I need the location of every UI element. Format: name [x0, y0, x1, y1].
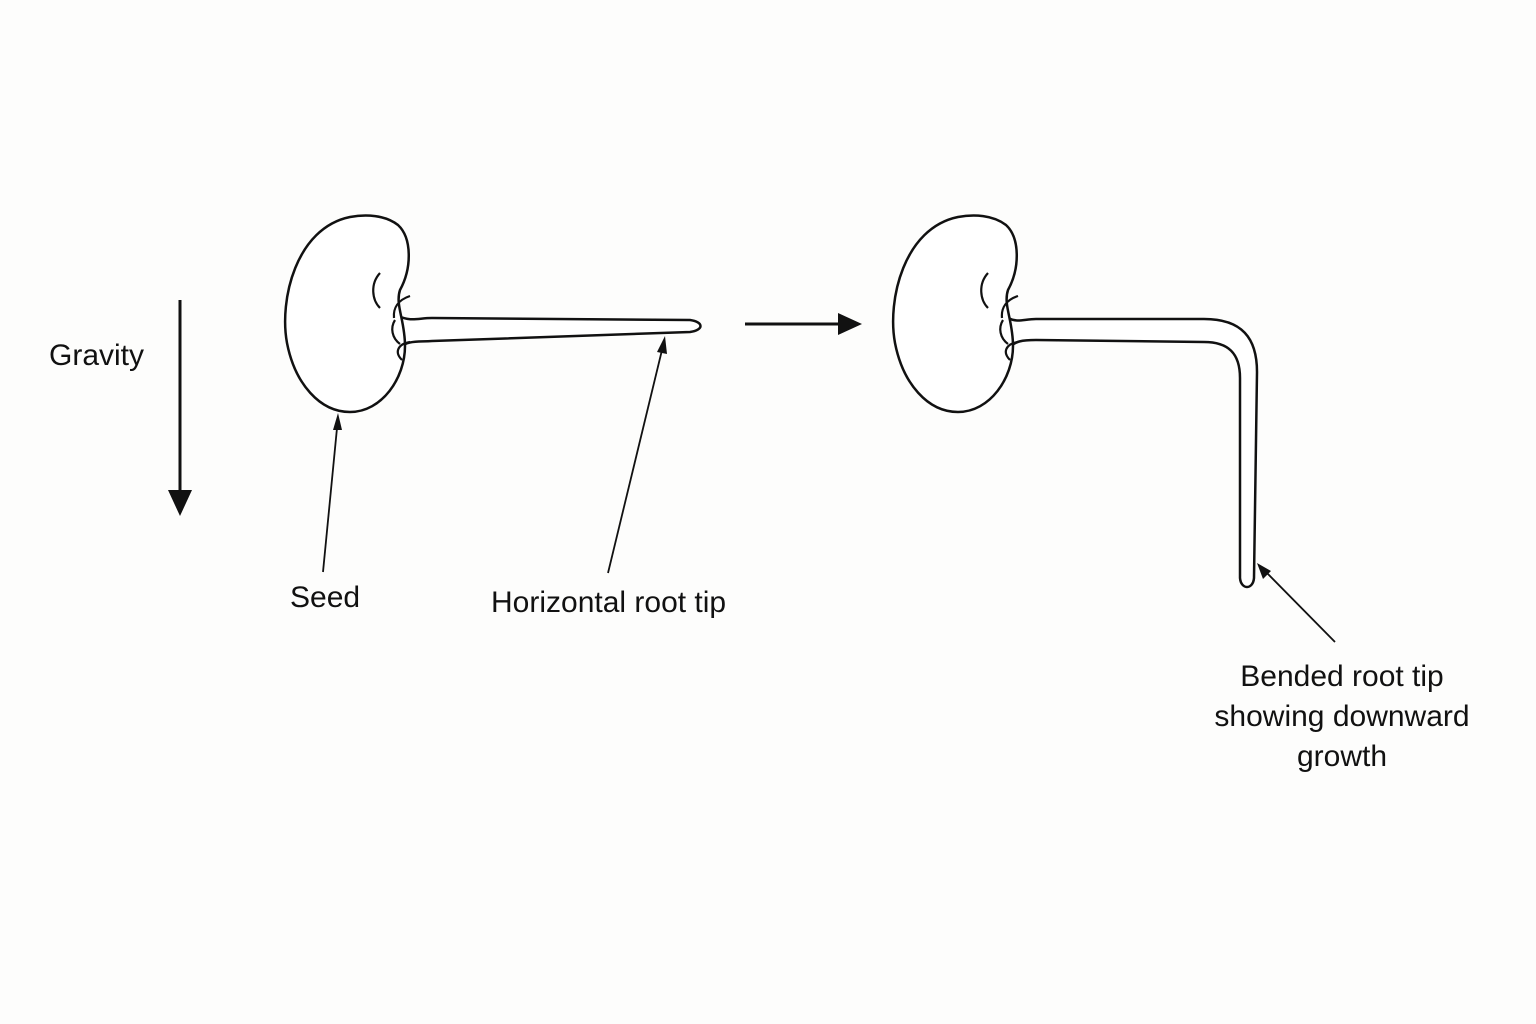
seed-left	[283, 214, 410, 414]
horizontal-root-tip-label: Horizontal root tip	[491, 586, 727, 619]
seed-pointer	[322, 413, 342, 573]
seed-label: Seed	[290, 581, 361, 614]
bended-root-tip-label: Bended root tip showing downward growth	[1192, 657, 1492, 777]
bent-root	[1006, 316, 1259, 589]
bended-root-tip-label-line-3: growth	[1296, 740, 1388, 773]
horizontal-root	[396, 314, 702, 350]
seed-right	[891, 214, 1018, 414]
horizontal-root-tip-pointer	[607, 336, 667, 574]
bended-root-tip-label-line-1: Bended root tip	[1240, 660, 1444, 693]
gravity-label: Gravity	[49, 339, 145, 372]
process-arrow	[745, 313, 862, 335]
seedling-horizontal	[283, 214, 702, 414]
seedling-bent	[891, 214, 1259, 589]
bended-root-tip-pointer	[1257, 563, 1336, 643]
bended-root-tip-label-line-2: showing downward	[1214, 700, 1470, 733]
gravity-arrow	[168, 300, 192, 516]
